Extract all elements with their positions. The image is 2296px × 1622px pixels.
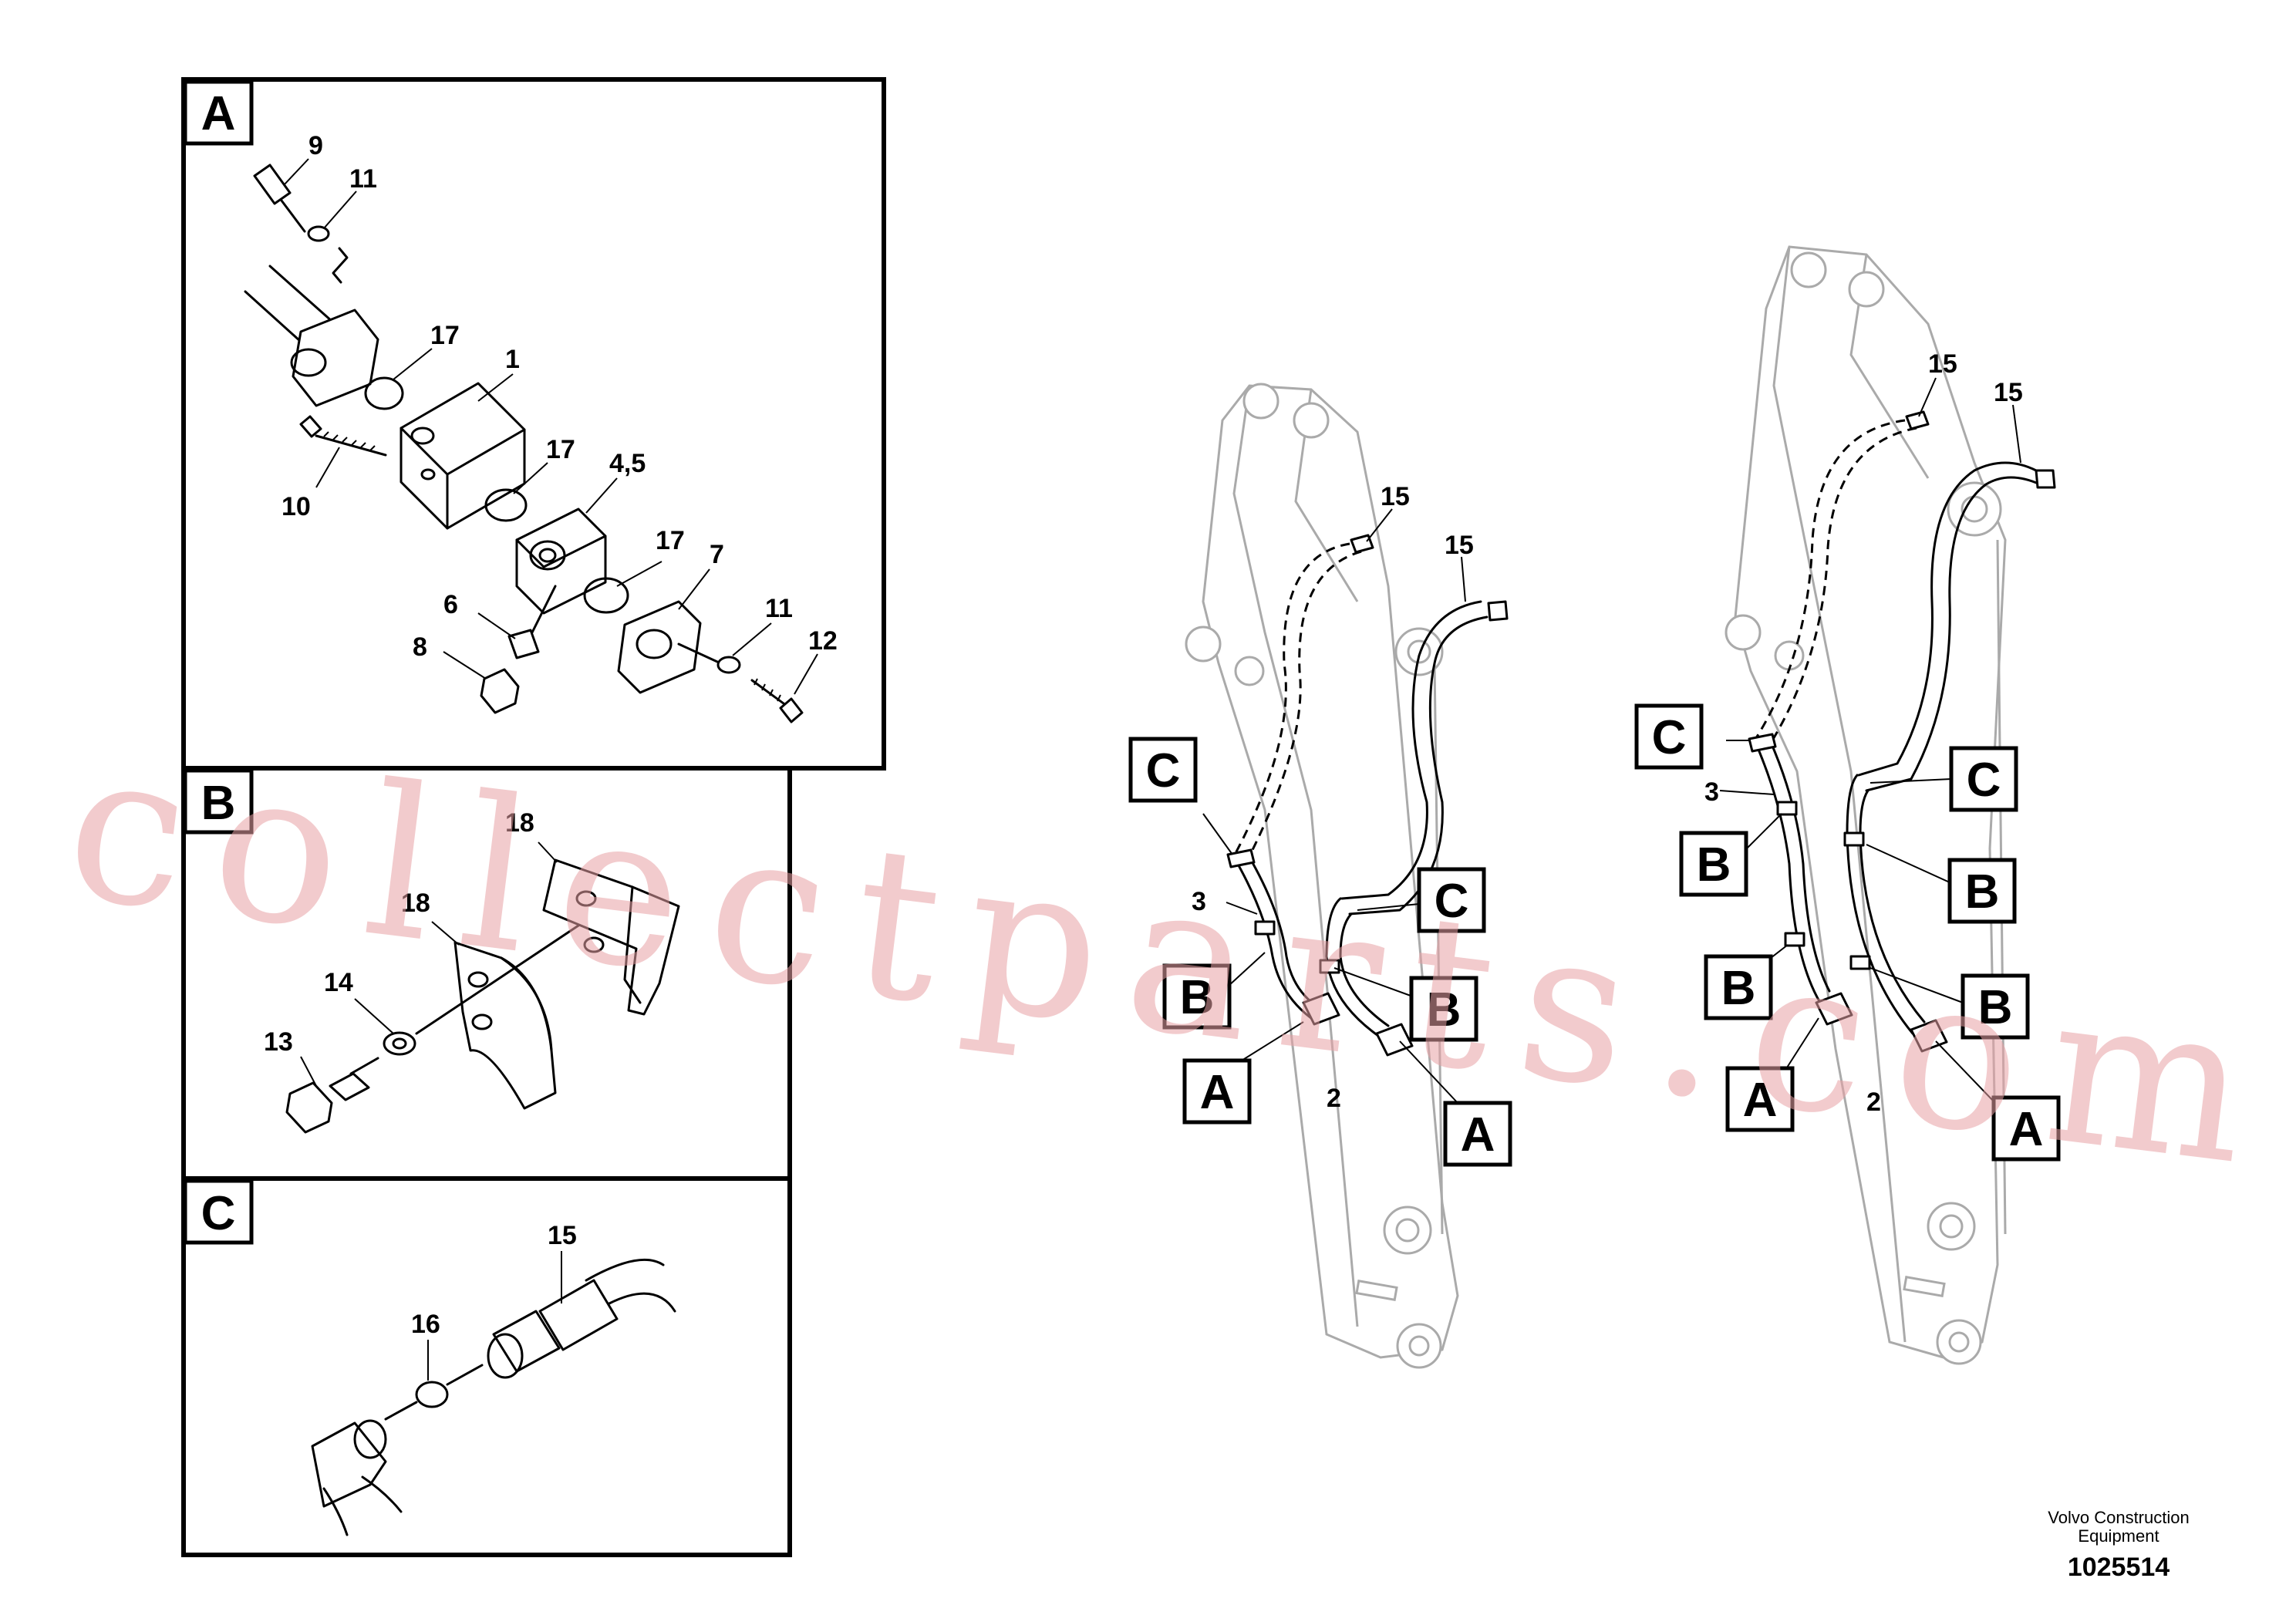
panel-b-labels: 18 18 14 13 [264,808,534,1057]
part-label-15: 15 [548,1221,577,1250]
part-label-7: 7 [710,540,724,569]
callout-a[interactable]: A [2009,1103,2044,1156]
boom-left-structure [1185,383,1459,1369]
callout-b[interactable]: B [1965,865,2000,919]
callout-c[interactable]: C [1435,875,1469,928]
part-label-3: 3 [1704,777,1719,807]
part-label-15: 15 [1928,349,1957,379]
callout-c[interactable]: C [1967,754,2001,807]
part-label-2: 2 [1327,1084,1341,1113]
panel-a-letter: A [201,87,236,140]
callout-b[interactable]: B [1427,983,1462,1037]
part-label-17: 17 [546,435,575,464]
part-label-2: 2 [1866,1088,1881,1117]
part-label-4-5: 4,5 [609,449,646,478]
part-label-13: 13 [264,1027,293,1057]
callout-b[interactable]: B [1721,962,1756,1015]
part-label-14: 14 [324,968,353,997]
panel-b-drawing [285,858,680,1134]
panel-a-drawing [244,164,804,723]
boom-assembly-left: 15 15 3 2 C C B B A A [1128,383,1512,1369]
panel-c-drawing [311,1258,676,1536]
panel-c-leaders [427,1251,562,1381]
part-label-18: 18 [401,889,430,918]
brand-line-1: Volvo Construction [2048,1508,2189,1527]
footer-block: Volvo Construction Equipment 1025514 [2048,1508,2189,1582]
panel-a-leaders [283,158,818,695]
boom-left-labels: 15 15 3 2 [1192,482,1474,1113]
callout-a[interactable]: A [1461,1108,1495,1162]
callout-a[interactable]: A [1200,1066,1235,1119]
panel-a-labels: 9 11 17 1 17 10 4,5 17 7 6 8 11 12 [282,131,838,662]
part-label-8: 8 [413,632,427,662]
part-label-11: 11 [349,164,377,194]
callout-b[interactable]: B [1697,838,1731,892]
part-label-3: 3 [1192,887,1206,916]
callout-a[interactable]: A [1743,1074,1778,1127]
boom-left-hoses [1226,534,1509,1057]
part-label-12: 12 [808,626,838,656]
part-label-17: 17 [656,526,685,555]
boom-right-callouts[interactable]: C C B B B B A A [1634,703,2061,1162]
part-label-9: 9 [308,131,323,160]
callout-b[interactable]: B [1180,971,1215,1024]
part-label-16: 16 [411,1310,440,1339]
part-label-10: 10 [282,492,311,521]
callout-c[interactable]: C [1146,744,1181,798]
boom-left-leaders [1202,508,1474,1104]
detail-panel-a: A [181,77,886,771]
callout-c[interactable]: C [1652,711,1687,764]
panel-b-letter: B [201,777,236,830]
part-label-15: 15 [1381,482,1410,511]
part-label-1: 1 [505,345,520,374]
part-label-11: 11 [765,594,793,623]
callout-b[interactable]: B [1978,981,2013,1034]
boom-right-labels: 15 15 3 2 [1704,349,2023,1117]
panel-c-letter: C [201,1187,236,1240]
part-label-18: 18 [505,808,534,838]
detail-panel-c: C 15 16 [181,1176,792,1557]
boom-right-hoses [1748,410,2056,1053]
boom-left-callouts[interactable]: C C B B A A [1128,737,1512,1167]
part-label-17: 17 [430,321,460,350]
brand-line-2: Equipment [2078,1526,2159,1546]
panel-b-leaders [300,841,558,1087]
part-label-15: 15 [1994,378,2023,407]
part-label-6: 6 [443,590,458,619]
part-label-15: 15 [1445,531,1474,560]
panel-c-labels: 15 16 [411,1221,577,1339]
boom-assembly-right: 15 15 3 2 C C B B B B A A [1634,245,2061,1365]
document-number: 1025514 [2068,1553,2170,1582]
